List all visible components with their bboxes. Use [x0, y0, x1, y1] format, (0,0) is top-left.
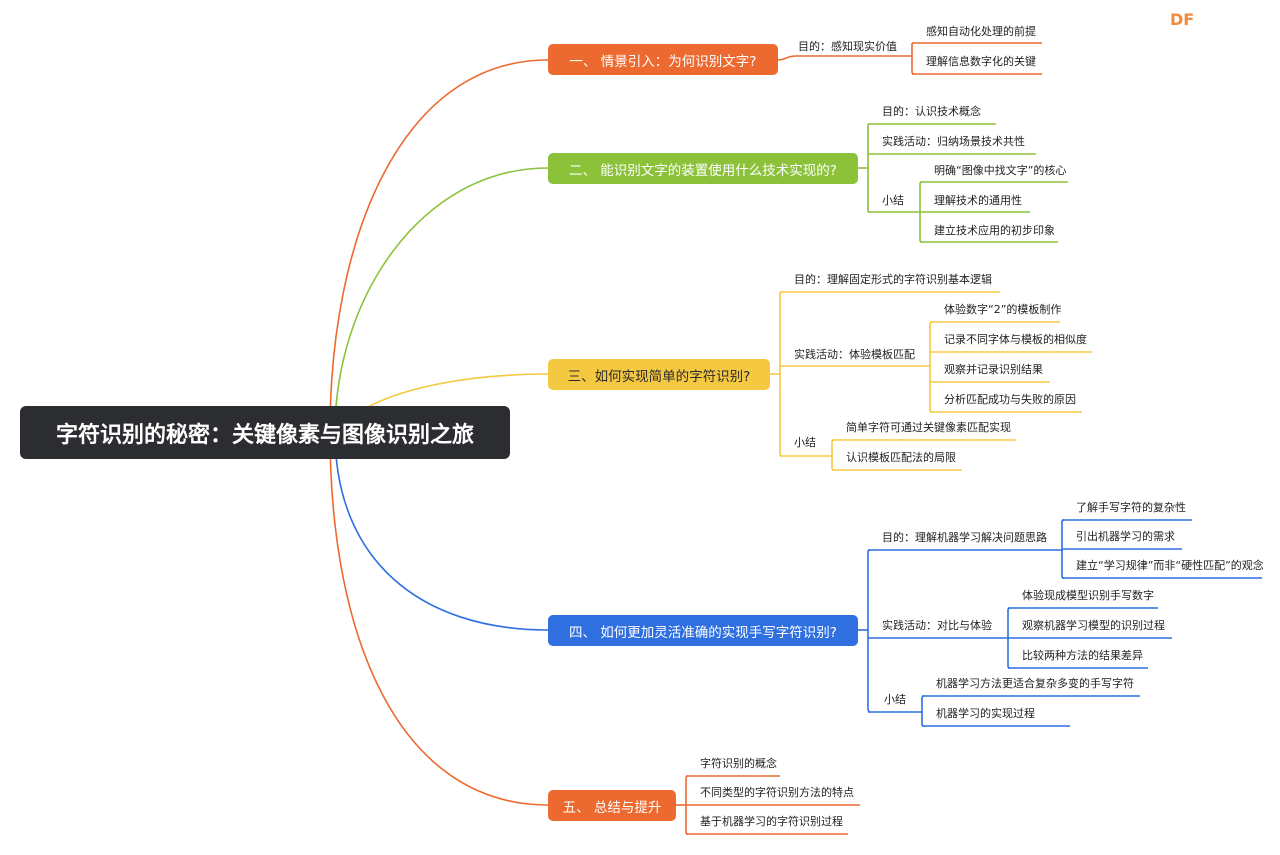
b3-summary-item-2[interactable]: 认识模板匹配法的局限 [846, 451, 956, 464]
link-root-branch-5 [329, 431, 549, 806]
b3-practice-item-2[interactable]: 记录不同字体与模板的相似度 [944, 333, 1087, 346]
link-b1-l2 [777, 55, 797, 61]
b3-summary[interactable]: 小结 [794, 436, 816, 449]
link-root-branch-2 [334, 167, 549, 433]
b2-purpose[interactable]: 目的：认识技术概念 [882, 105, 981, 118]
b1-purpose[interactable]: 目的：感知现实价值 [798, 40, 897, 53]
b3-practice-item-4[interactable]: 分析匹配成功与失败的原因 [944, 393, 1076, 406]
b3-practice[interactable]: 实践活动：体验模板匹配 [794, 348, 915, 361]
link-root-branch-1 [329, 59, 549, 433]
root-topic[interactable]: 字符识别的秘密：关键像素与图像识别之旅 [20, 406, 510, 459]
b2-practice[interactable]: 实践活动：归纳场景技术共性 [882, 135, 1025, 148]
branch-2[interactable]: 二、 能识别文字的装置使用什么技术实现的? [548, 153, 858, 184]
b4-purpose[interactable]: 目的：理解机器学习解决问题思路 [882, 531, 1047, 544]
branch-5[interactable]: 五、 总结与提升 [548, 790, 676, 821]
b2-summary-item-2[interactable]: 理解技术的通用性 [934, 194, 1022, 207]
b4-purpose-item-2[interactable]: 引出机器学习的需求 [1076, 530, 1175, 543]
branch-3[interactable]: 三、如何实现简单的字符识别? [548, 359, 770, 390]
b4-purpose-item-1[interactable]: 了解手写字符的复杂性 [1076, 501, 1186, 514]
b4-practice[interactable]: 实践活动：对比与体验 [882, 619, 992, 632]
b4-summary-item-2[interactable]: 机器学习的实现过程 [936, 707, 1035, 720]
b3-practice-item-1[interactable]: 体验数字“2”的模板制作 [944, 303, 1062, 316]
b2-summary[interactable]: 小结 [882, 194, 904, 207]
link-root-branch-4 [334, 431, 549, 631]
b1-purpose-item-1[interactable]: 感知自动化处理的前提 [926, 25, 1036, 38]
b1-purpose-item-2[interactable]: 理解信息数字化的关键 [926, 55, 1036, 68]
b4-practice-item-1[interactable]: 体验现成模型识别手写数字 [1022, 589, 1154, 602]
b3-practice-item-3[interactable]: 观察并记录识别结果 [944, 363, 1043, 376]
branch-4[interactable]: 四、 如何更加灵活准确的实现手写字符识别? [548, 615, 858, 646]
b4-summary[interactable]: 小结 [884, 693, 906, 706]
b4-practice-item-2[interactable]: 观察机器学习模型的识别过程 [1022, 619, 1165, 632]
b5-item-1[interactable]: 字符识别的概念 [700, 757, 777, 770]
branch-1[interactable]: 一、 情景引入：为何识别文字? [548, 44, 778, 75]
b5-item-3[interactable]: 基于机器学习的字符识别过程 [700, 815, 843, 828]
b4-practice-item-3[interactable]: 比较两种方法的结果差异 [1022, 649, 1143, 662]
b4-purpose-item-3[interactable]: 建立“学习规律”而非“硬性匹配”的观念 [1076, 559, 1264, 572]
b5-item-2[interactable]: 不同类型的字符识别方法的特点 [700, 786, 854, 799]
b3-purpose[interactable]: 目的：理解固定形式的字符识别基本逻辑 [794, 273, 992, 286]
b2-summary-item-3[interactable]: 建立技术应用的初步印象 [934, 224, 1055, 237]
b2-summary-item-1[interactable]: 明确“图像中找文字”的核心 [934, 164, 1067, 177]
b4-summary-item-1[interactable]: 机器学习方法更适合复杂多变的手写字符 [936, 677, 1134, 690]
b3-summary-item-1[interactable]: 简单字符可通过关键像素匹配实现 [846, 421, 1011, 434]
brand-logo: DF [1170, 10, 1195, 29]
